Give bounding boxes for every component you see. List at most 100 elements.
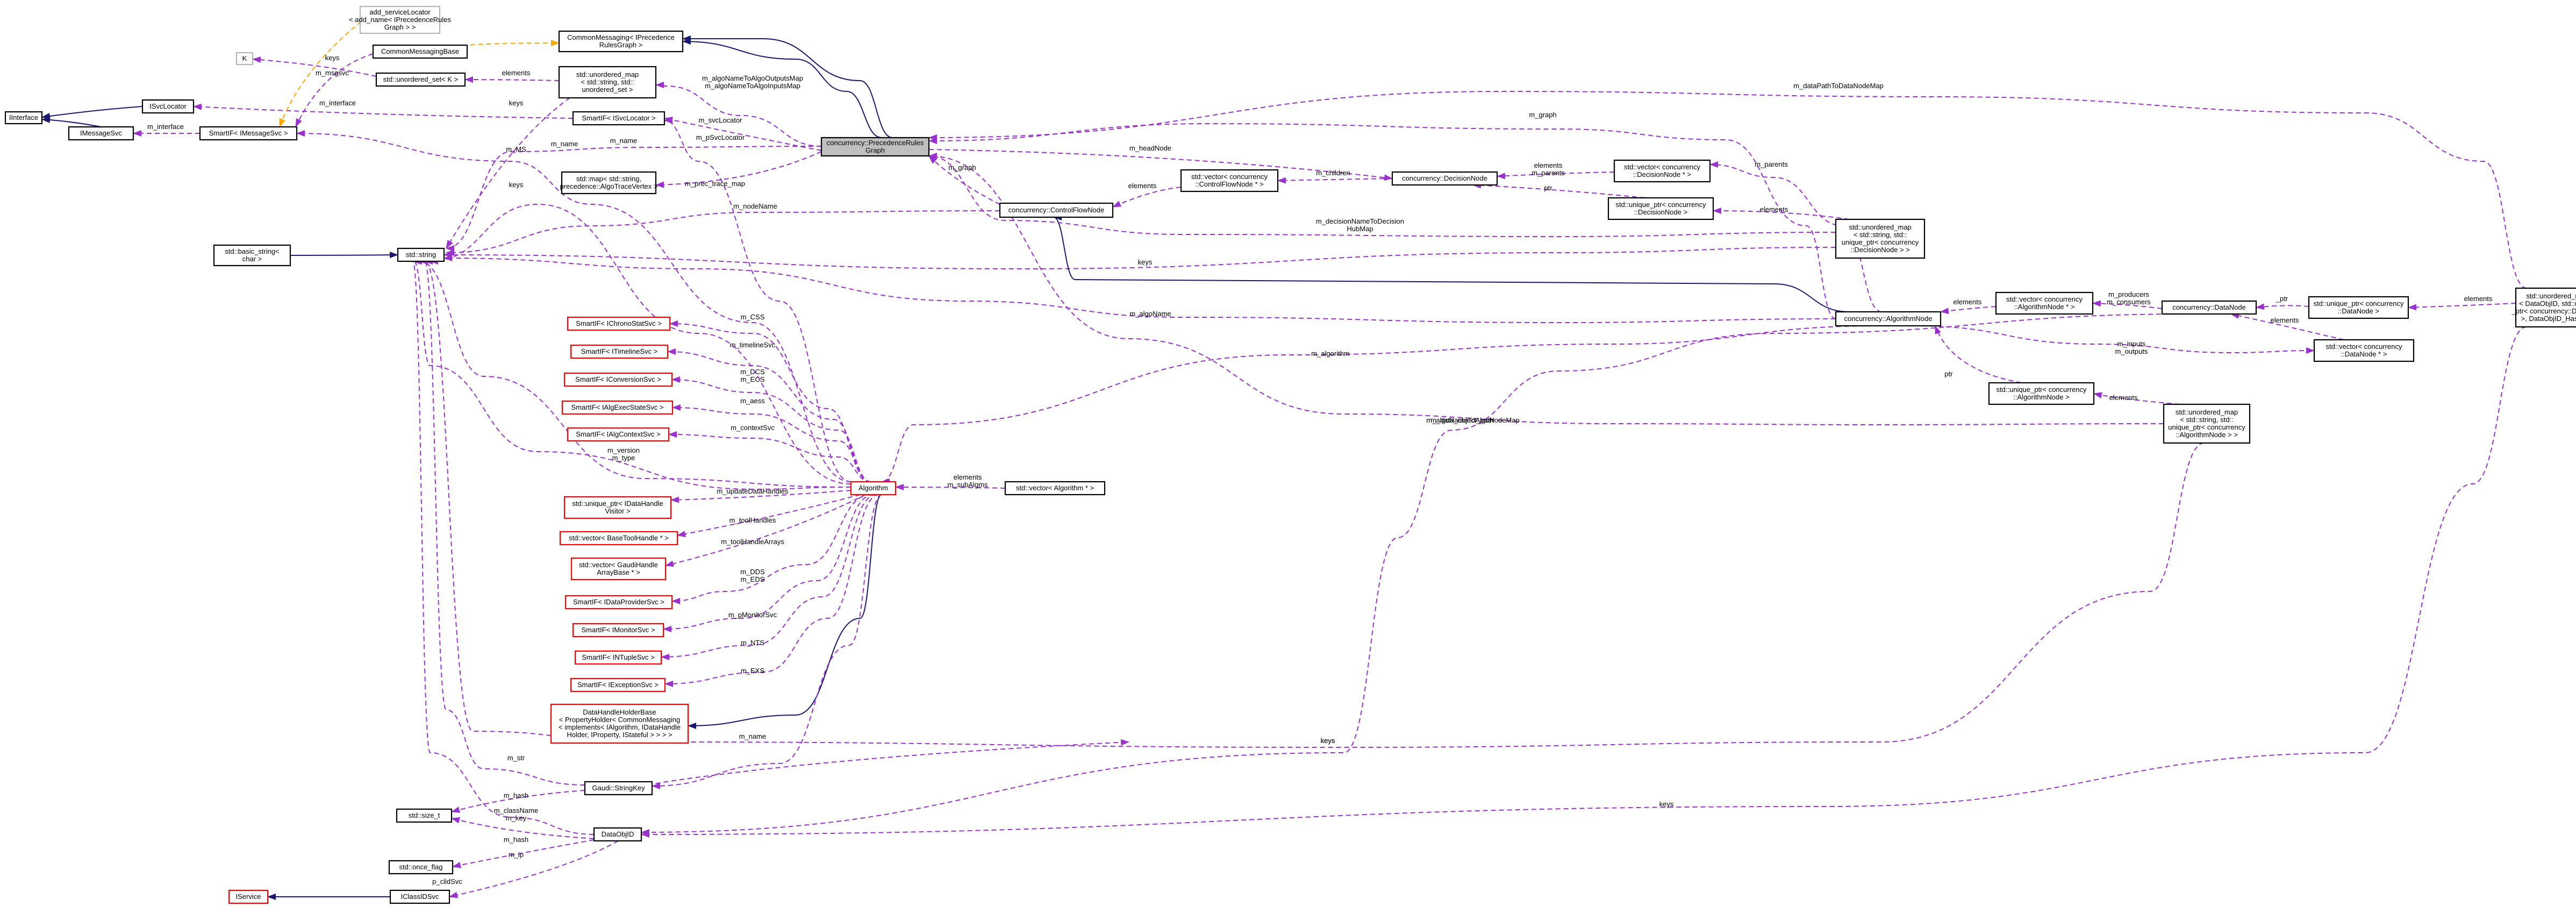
class-node-ctxsvc[interactable]: SmartIF< IAlgContextSvc > xyxy=(567,427,670,442)
edge-e46 xyxy=(661,494,877,660)
edge-label: m_interface xyxy=(319,99,356,107)
class-node-cmbase[interactable]: CommonMessagingBase xyxy=(372,44,468,59)
class-node-label: std::size_t xyxy=(409,811,440,819)
class-node-label: concurrency::DecisionNode xyxy=(1402,174,1487,182)
edge-e1 xyxy=(682,38,882,138)
class-node-label: CommonMessagingBase xyxy=(381,47,459,55)
edge-e68 xyxy=(446,97,570,249)
edge-label: m_algoName xyxy=(1129,310,1171,318)
class-node-isvcloc[interactable]: ISvcLocator xyxy=(141,99,195,114)
class-node-box xyxy=(567,427,670,442)
class-node-umapalg[interactable]: std::unordered_map< std::string, std::un… xyxy=(2163,403,2251,444)
class-node-vecalgp[interactable]: std::vector< Algorithm * > xyxy=(1004,481,1106,496)
class-node-label: < add_name< IPrecedenceRules xyxy=(349,16,452,24)
class-node-updec[interactable]: std::unique_ptr< concurrency::DecisionNo… xyxy=(1607,197,1714,220)
class-node-label: SmartIF< IMonitorSvc > xyxy=(581,626,655,634)
edge-label: elements xyxy=(2271,316,2299,324)
class-node-dataobj[interactable]: DataObjID xyxy=(593,827,642,842)
class-node-K[interactable]: K xyxy=(235,52,254,66)
edge-label: m_str xyxy=(507,754,525,762)
class-node-dhhb[interactable]: DataHandleHolderBase< PropertyHolder< Co… xyxy=(550,703,689,744)
class-node-execst[interactable]: SmartIF< IAlgExecStateSvc > xyxy=(561,400,674,415)
class-node-umapvec[interactable]: std::unordered_map< std::string, std::un… xyxy=(558,66,657,99)
edge-label: m_hash xyxy=(504,835,528,844)
class-node-umapdata[interactable]: std::unordered_map< DataObjID, std::uniq… xyxy=(2511,287,2576,328)
class-node-label: Algorithm xyxy=(858,484,888,492)
class-node-box xyxy=(558,66,657,99)
edge-e17 xyxy=(1472,182,1645,198)
class-node-label: concurrency::PrecedenceRules xyxy=(827,139,924,147)
class-node-box xyxy=(2515,287,2576,328)
class-node-string[interactable]: std::string xyxy=(397,247,445,262)
class-node-label: std::vector< Algorithm * > xyxy=(1016,484,1094,492)
class-node-upalg[interactable]: std::unique_ptr< concurrency::AlgorithmN… xyxy=(1988,382,2095,405)
class-node-label: Graph > > xyxy=(384,23,416,31)
class-node-spmsg[interactable]: SmartIF< IMessageSvc > xyxy=(199,126,298,141)
class-node-vecdata[interactable]: std::vector< concurrency::DataNode * > xyxy=(2313,339,2415,362)
class-node-box xyxy=(1613,159,1711,183)
edge-label: elements xyxy=(2464,295,2493,303)
class-node-uset[interactable]: std::unordered_set< K > xyxy=(375,72,466,87)
class-node-bstring[interactable]: std::basic_string<char > xyxy=(213,244,291,267)
class-node-exc[interactable]: SmartIF< IExceptionSvc > xyxy=(570,677,666,692)
class-node-box xyxy=(1004,481,1106,496)
edge-e18 xyxy=(1713,208,1850,220)
class-node-label: char > xyxy=(242,255,262,263)
class-node-box xyxy=(564,595,673,610)
edge-e42 xyxy=(677,494,861,538)
class-node-spsvcloc[interactable]: SmartIF< ISvcLocator > xyxy=(572,111,666,126)
class-node-sizet[interactable]: std::size_t xyxy=(396,808,453,823)
class-node-decnode[interactable]: concurrency::DecisionNode xyxy=(1391,171,1498,186)
class-node-mapalg[interactable]: std::map< std::string,precedence::AlgoTr… xyxy=(560,171,658,195)
class-node-box xyxy=(567,316,671,331)
class-node-box xyxy=(563,372,673,387)
class-node-vectool[interactable]: std::vector< BaseToolHandle * > xyxy=(559,531,678,546)
edge-e65 xyxy=(252,56,377,77)
class-node-imsgsvc[interactable]: IMessageSvc xyxy=(68,126,134,141)
class-node-timeline[interactable]: SmartIF< ITimelineSvc > xyxy=(570,344,669,359)
class-node-umapdec[interactable]: std::unordered_map< std::string, std::un… xyxy=(1835,218,1926,259)
class-node-vecalg[interactable]: std::vector< concurrency::AlgorithmNode … xyxy=(1995,291,2094,315)
edge-e57 xyxy=(449,840,619,898)
class-node-iclassid[interactable]: IClassIDSvc xyxy=(389,889,450,904)
class-node-algorithm[interactable]: Algorithm xyxy=(850,481,897,496)
class-node-label: std::vector< concurrency xyxy=(1191,173,1268,181)
class-node-label: Visitor > xyxy=(605,507,630,515)
class-node-cfnode[interactable]: concurrency::ControlFlowNode xyxy=(999,202,1114,218)
class-node-updata[interactable]: std::unique_ptr< concurrency::DataNode > xyxy=(2308,296,2409,319)
class-node-vecdec[interactable]: std::vector< concurrency::DecisionNode *… xyxy=(1613,159,1711,183)
class-node-iservice[interactable]: IService xyxy=(228,889,269,904)
class-node-chrono[interactable]: SmartIF< IChronoStatSvc > xyxy=(567,316,671,331)
edge-e71 xyxy=(664,117,851,482)
edge-label: m_svcLocator xyxy=(699,116,743,124)
class-node-interface[interactable]: IInterface xyxy=(4,111,43,125)
class-node-gaudikey[interactable]: Gaudi::StringKey xyxy=(584,781,653,796)
class-node-veccf[interactable]: std::vector< concurrency::ControlFlowNod… xyxy=(1180,169,1279,192)
class-node-ntuple[interactable]: SmartIF< INTupleSvc > xyxy=(574,650,662,665)
class-node-datanode[interactable]: concurrency::DataNode xyxy=(2161,300,2257,315)
class-node-dprov[interactable]: SmartIF< IDataProviderSvc > xyxy=(564,595,673,610)
class-node-label: IMessageSvc xyxy=(80,129,123,137)
class-node-label: ISvcLocator xyxy=(149,102,187,110)
edge-e10 xyxy=(655,151,822,188)
class-node-label: ::DecisionNode * > xyxy=(1633,170,1691,178)
class-node-monitor[interactable]: SmartIF< IMonitorSvc > xyxy=(572,623,664,638)
edge-label: m_pMonitorSvc xyxy=(728,611,777,619)
edge-e70 xyxy=(430,203,851,484)
class-node-addsvc[interactable]: add_serviceLocator< add_name< IPrecedenc… xyxy=(349,5,452,34)
edge-e55 xyxy=(451,817,595,839)
edge-e44 xyxy=(671,494,871,604)
edge-label: keys xyxy=(1321,737,1335,745)
edge-e37 xyxy=(667,348,871,482)
class-node-label: DataObjID xyxy=(602,830,634,838)
class-node-algnode[interactable]: concurrency::AlgorithmNode xyxy=(1835,311,1942,327)
class-node-onceflag[interactable]: std::once_flag xyxy=(388,860,454,875)
class-node-conv[interactable]: SmartIF< IConversionSvc > xyxy=(563,372,673,387)
class-node-box xyxy=(389,889,450,904)
